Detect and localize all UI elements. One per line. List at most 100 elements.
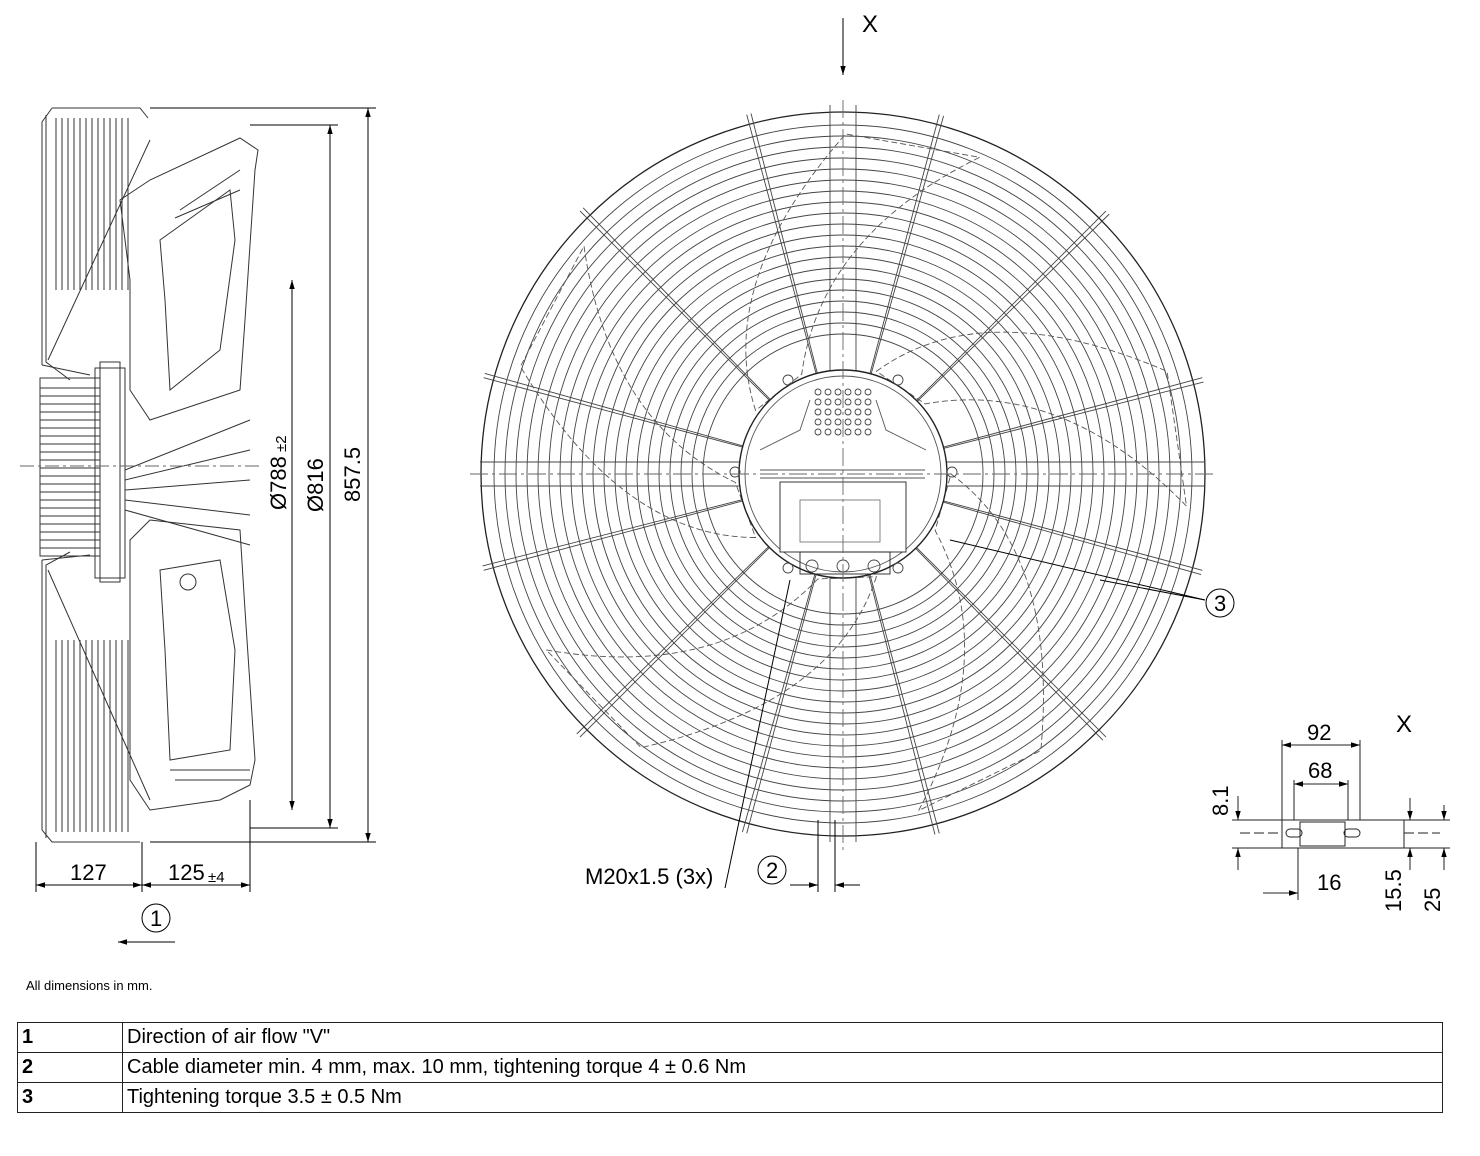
guard-spoke [917, 213, 1110, 402]
cooling-dot [864, 418, 872, 426]
guard-spoke [746, 574, 817, 834]
guard-frame-outline [41, 107, 140, 843]
hub-screws [729, 374, 958, 574]
guard-spoke [943, 501, 1202, 576]
cooling-dot [864, 428, 872, 436]
impeller-blade [544, 576, 878, 749]
callout-3: 3 [1214, 591, 1226, 616]
cooling-dot [834, 428, 842, 436]
blade-upper [119, 137, 259, 421]
guard-spoke [915, 548, 1104, 741]
cooling-dot [864, 388, 872, 396]
blade-lower [129, 519, 256, 811]
technical-drawing: 127 125 ±4 Ø788 ±2 Ø816 857.5 1 [20, 11, 1450, 945]
guard-spoke [483, 500, 743, 571]
dim-25: 25 [1420, 888, 1445, 912]
cooling-dots [814, 388, 872, 436]
cooling-dot [834, 398, 842, 406]
cooling-dot [854, 388, 862, 396]
cooling-dot [844, 398, 852, 406]
guard-spoke [484, 372, 743, 447]
guard-spoke [579, 210, 770, 401]
guard-spoke [870, 115, 945, 374]
guard-spoke [483, 377, 743, 448]
cooling-dot [824, 388, 832, 396]
callout-2: 2 [766, 858, 778, 883]
guard-spokes [480, 105, 1205, 842]
cooling-dot [824, 398, 832, 406]
motor-body [39, 377, 101, 557]
dim-8-1: 8.1 [1208, 785, 1233, 816]
legend-text: Tightening torque 3.5 ± 0.5 Nm [122, 1082, 1443, 1113]
cooling-dot [854, 418, 862, 426]
view-label-x-detail: X [1396, 711, 1412, 738]
guard-spoke [482, 499, 743, 567]
legend-text: Direction of air flow "V" [122, 1022, 1443, 1053]
cooling-dot [824, 428, 832, 436]
legend-num: 3 [17, 1082, 123, 1113]
guard-spoke [869, 114, 940, 374]
guard-spoke [741, 574, 816, 833]
cooling-dot [824, 408, 832, 416]
cooling-dot [844, 418, 852, 426]
guard-spoke [750, 113, 818, 374]
cable-gland-label: M20x1.5 (3x) [585, 864, 713, 889]
cooling-dot [844, 388, 852, 396]
guard-spoke [916, 210, 1107, 401]
cooling-dot [814, 398, 822, 406]
cooling-dot [844, 408, 852, 416]
cooling-dot [814, 418, 822, 426]
impeller-blade [519, 244, 757, 538]
guard-spoke [869, 574, 940, 834]
guard-spoke [576, 546, 769, 735]
dim-width-125-tol: ±4 [208, 869, 225, 886]
cooling-dot [834, 388, 842, 396]
guard-spoke [943, 377, 1203, 448]
legend-row: 1 Direction of air flow "V" [17, 1022, 1443, 1053]
detail-x [1232, 740, 1450, 900]
view-label-x-top: X [862, 11, 878, 38]
side-view-dimensions [35, 107, 376, 945]
front-view-annotations [724, 18, 1235, 892]
cooling-dot [864, 408, 872, 416]
cooling-dot [854, 398, 862, 406]
dim-16: 16 [1317, 870, 1341, 895]
cooling-dot [814, 428, 822, 436]
dim-68: 68 [1308, 758, 1332, 783]
dim-15-5: 15.5 [1381, 869, 1406, 912]
cooling-dot [824, 418, 832, 426]
side-view [20, 107, 260, 843]
dim-height-857-5: 857.5 [340, 447, 365, 502]
legend-num: 2 [17, 1052, 123, 1083]
dim-width-125: 125 [168, 860, 205, 885]
impeller-blade [745, 133, 982, 412]
guard-spoke [943, 381, 1204, 449]
guard-spoke [868, 574, 936, 835]
guard-spoke [746, 114, 817, 374]
motor-fins [40, 387, 100, 549]
legend-text: Cable diameter min. 4 mm, max. 10 mm, ti… [122, 1052, 1443, 1083]
legend-row: 2 Cable diameter min. 4 mm, max. 10 mm, … [17, 1052, 1443, 1083]
impeller-blade [875, 331, 1188, 508]
guard-wire-stack [55, 118, 129, 832]
cooling-dot [834, 418, 842, 426]
guard-spoke [582, 207, 771, 400]
guard-spoke [916, 547, 1107, 738]
dim-dia-816: Ø816 [303, 458, 328, 512]
cooling-dot [864, 398, 872, 406]
front-view [470, 100, 1215, 852]
legend-table: 1 Direction of air flow "V" 2 Cable diam… [17, 1022, 1443, 1113]
impeller-blades [519, 133, 1188, 812]
cooling-dot [854, 408, 862, 416]
units-note: All dimensions in mm. [26, 978, 153, 993]
dim-dia-788-tol: ±2 [273, 435, 290, 452]
callout-1: 1 [150, 906, 162, 931]
cooling-dot [814, 388, 822, 396]
guard-spoke [579, 547, 770, 738]
dim-width-127: 127 [70, 860, 107, 885]
legend-row: 3 Tightening torque 3.5 ± 0.5 Nm [17, 1082, 1443, 1113]
cooling-dot [834, 408, 842, 416]
guard-spoke [943, 500, 1203, 571]
cooling-dot [814, 408, 822, 416]
cooling-dot [844, 428, 852, 436]
